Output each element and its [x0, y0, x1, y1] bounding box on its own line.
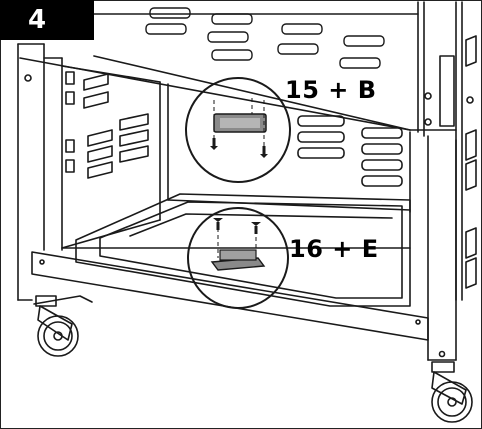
- screw-icon: [260, 146, 268, 158]
- step-badge: 4: [0, 0, 94, 40]
- screw-icon: [210, 138, 218, 150]
- bracket-icon: [213, 98, 267, 146]
- screw-icon: [251, 222, 261, 234]
- bottom-shelf: [75, 193, 411, 307]
- bracket-icon: [210, 228, 266, 271]
- screw-icon: [213, 218, 223, 230]
- callout-label-top: 15 + B: [285, 76, 377, 104]
- left-front-leg: [17, 43, 63, 301]
- upper-vent-slots: [145, 7, 385, 69]
- right-front-leg: [427, 135, 457, 361]
- step-number: 4: [28, 5, 47, 35]
- inner-cabinet: [61, 35, 477, 289]
- callout-label-bottom: 16 + E: [289, 235, 379, 263]
- frame-bolts: [24, 74, 474, 126]
- caster-wheel-icon: [431, 361, 473, 423]
- caster-wheel-icon: [33, 295, 93, 357]
- callout-circle-bottom: [187, 207, 289, 309]
- callout-circle-top: [185, 77, 291, 183]
